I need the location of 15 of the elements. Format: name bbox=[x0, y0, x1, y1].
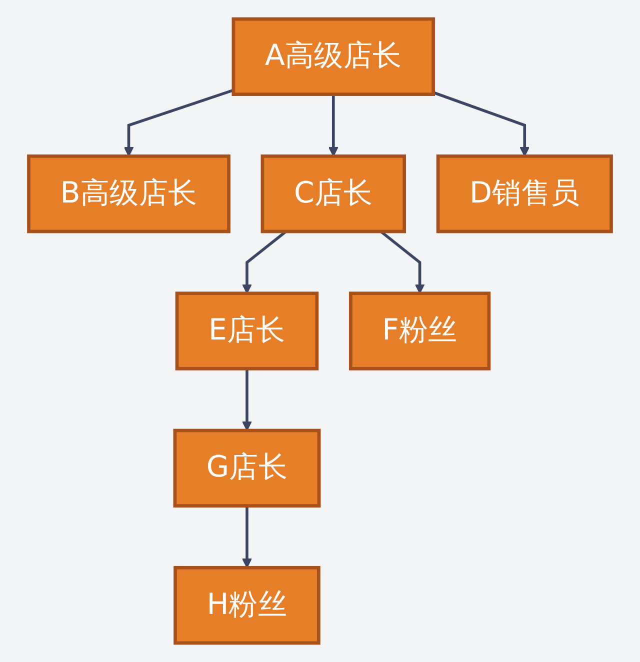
node-box: G店长 bbox=[173, 428, 321, 508]
node-box: C店长 bbox=[260, 154, 406, 234]
arrow bbox=[242, 368, 252, 431]
node-box: F粉丝 bbox=[348, 292, 491, 370]
node-box: E店长 bbox=[175, 292, 319, 370]
arrow bbox=[328, 94, 338, 157]
node-box: A高级店长 bbox=[232, 17, 436, 96]
node-box: H粉丝 bbox=[174, 566, 320, 645]
arrow bbox=[380, 230, 425, 294]
arrow bbox=[242, 506, 252, 568]
node-box: D销售员 bbox=[436, 154, 613, 234]
arrow bbox=[124, 88, 234, 157]
arrow bbox=[432, 91, 530, 157]
arrow bbox=[242, 230, 287, 294]
node-box: B高级店长 bbox=[27, 154, 230, 234]
